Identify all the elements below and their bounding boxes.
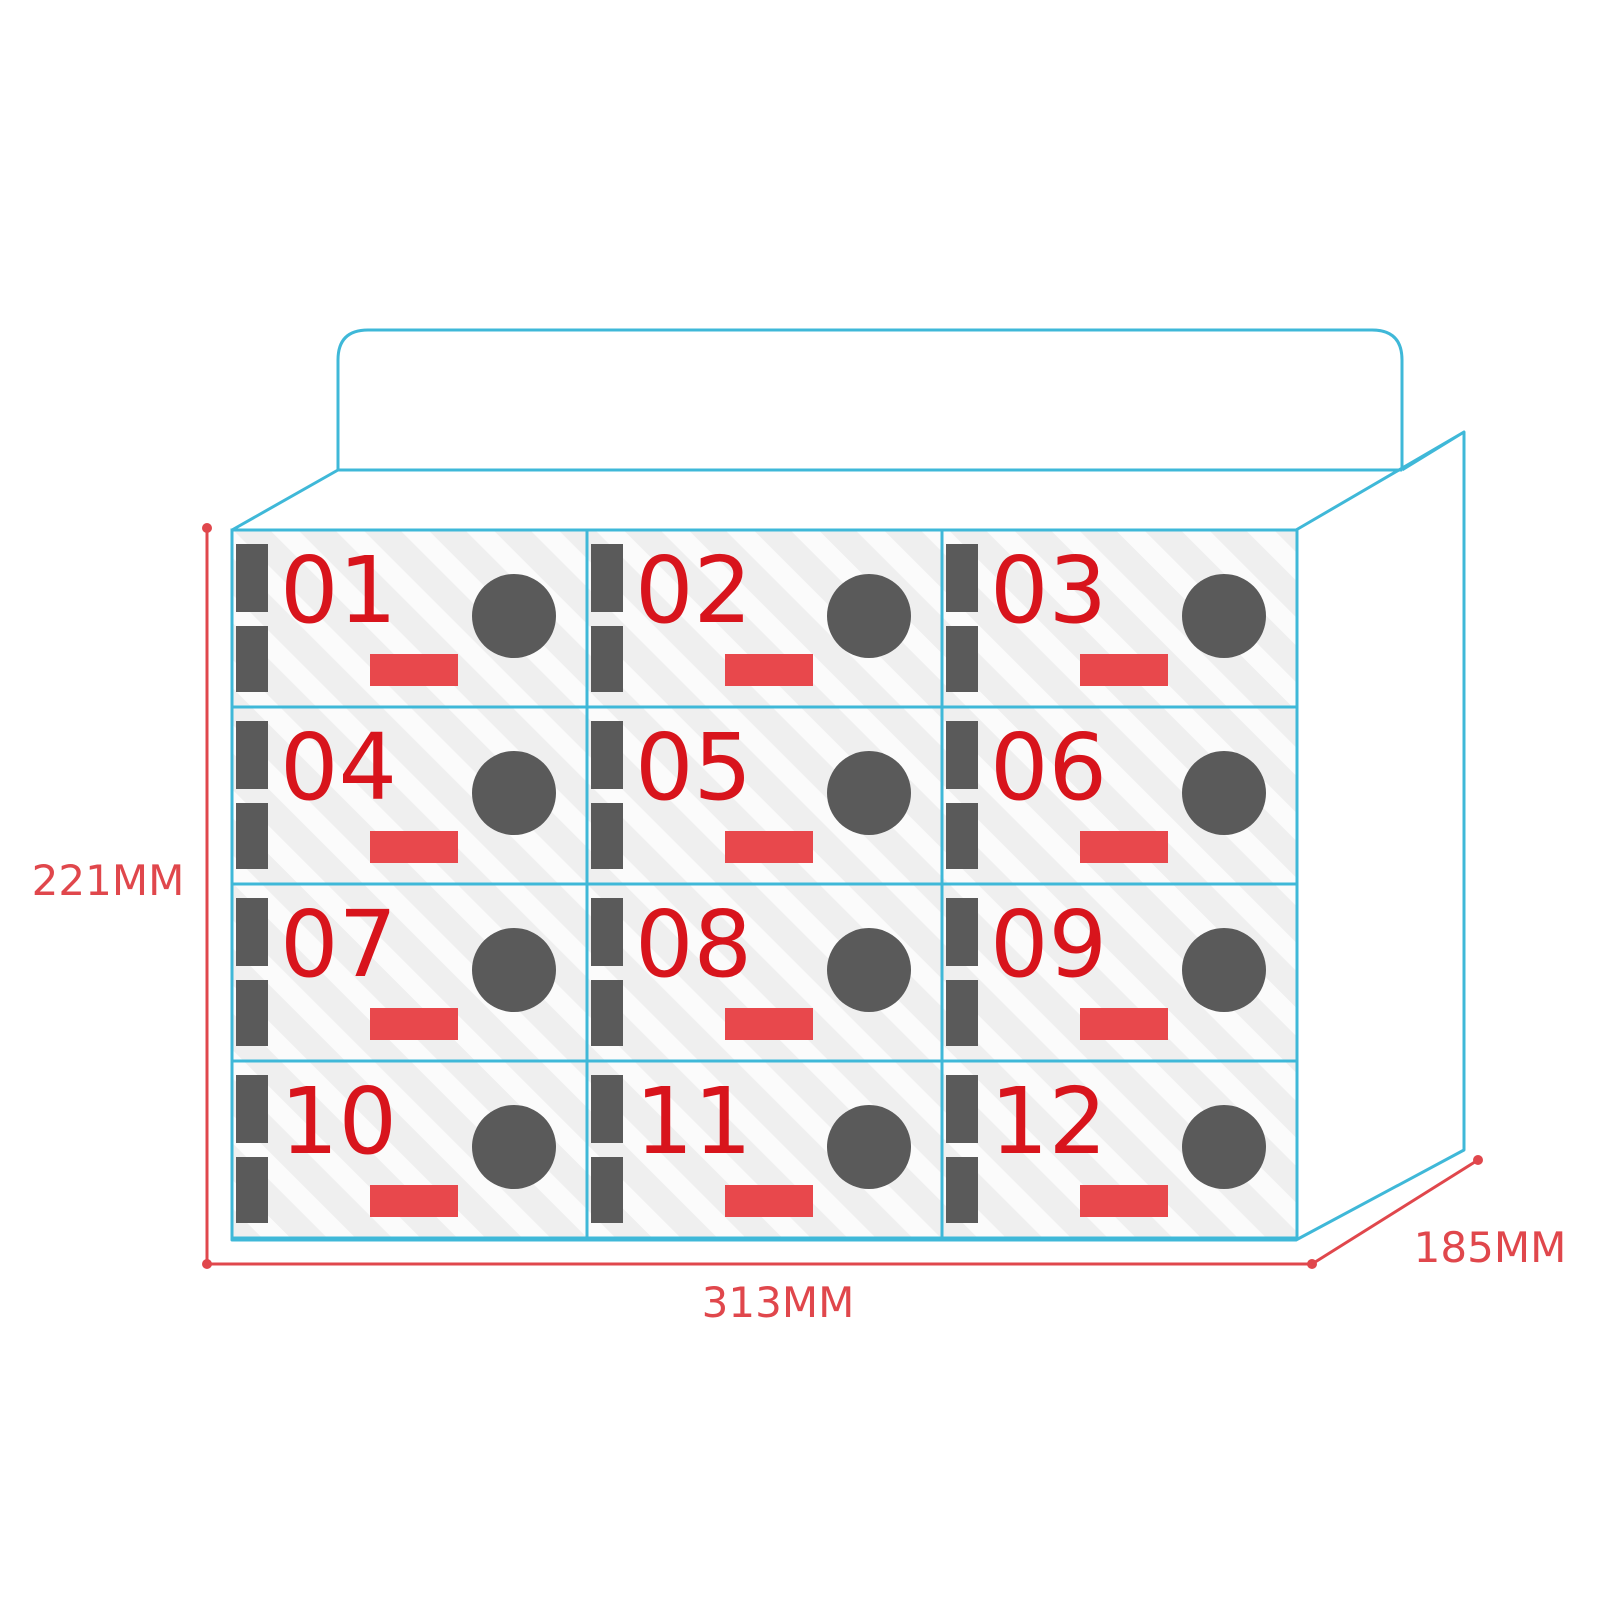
drawer-label-strip — [370, 831, 458, 863]
drawer-knob-icon[interactable] — [1182, 751, 1266, 835]
drawer-number: 10 — [280, 1068, 397, 1175]
drawer-handle-bar — [236, 803, 268, 869]
drawer-handle-bar — [946, 1075, 978, 1143]
drawer-handle-bar — [946, 1157, 978, 1223]
drawer-knob-icon[interactable] — [827, 1105, 911, 1189]
drawer-knob-icon[interactable] — [827, 751, 911, 835]
drawer-label-strip — [370, 1185, 458, 1217]
drawer-label-strip — [725, 654, 813, 686]
drawer-number: 08 — [635, 891, 752, 998]
drawer-knob-icon[interactable] — [472, 1105, 556, 1189]
drawer-handle-bar — [591, 1075, 623, 1143]
drawer-number: 11 — [635, 1068, 752, 1175]
side-face — [1295, 432, 1466, 1242]
height-dimension-label: 221MM — [32, 856, 185, 905]
depth-dimension-end-dot — [1473, 1155, 1483, 1165]
drawer-handle-bar — [946, 898, 978, 966]
height-dimension-top-dot — [202, 523, 212, 533]
drawer-label-strip — [1080, 1008, 1168, 1040]
drawer-05[interactable]: 05 — [585, 705, 944, 886]
drawer-11[interactable]: 11 — [585, 1059, 944, 1240]
drawer-03[interactable]: 03 — [940, 528, 1299, 709]
drawer-handle-bar — [591, 803, 623, 869]
drawer-label-strip — [725, 831, 813, 863]
drawer-knob-icon[interactable] — [827, 928, 911, 1012]
drawer-04[interactable]: 04 — [230, 705, 589, 886]
drawer-label-strip — [370, 654, 458, 686]
drawer-number: 04 — [280, 714, 397, 821]
drawer-10[interactable]: 10 — [230, 1059, 589, 1240]
drawer-label-strip — [725, 1185, 813, 1217]
drawer-06[interactable]: 06 — [940, 705, 1299, 886]
drawer-02[interactable]: 02 — [585, 528, 944, 709]
back-panel — [336, 328, 1404, 470]
drawer-handle-bar — [591, 1157, 623, 1223]
drawer-label-strip — [370, 1008, 458, 1040]
drawer-knob-icon[interactable] — [472, 751, 556, 835]
top-face-back-edge — [1295, 430, 1466, 532]
drawer-handle-bar — [236, 544, 268, 612]
drawer-number: 07 — [280, 891, 397, 998]
drawer-handle-bar — [236, 1075, 268, 1143]
drawer-label-strip — [725, 1008, 813, 1040]
drawer-handle-bar — [591, 544, 623, 612]
drawer-handle-bar — [236, 721, 268, 789]
drawer-handle-bar — [591, 721, 623, 789]
top-face — [231, 468, 1402, 532]
drawer-handle-bar — [236, 626, 268, 692]
drawer-07[interactable]: 07 — [230, 882, 589, 1063]
drawer-handle-bar — [591, 626, 623, 692]
drawer-knob-icon[interactable] — [827, 574, 911, 658]
drawer-handle-bar — [946, 980, 978, 1046]
drawer-handle-bar — [236, 898, 268, 966]
drawer-number: 09 — [990, 891, 1107, 998]
drawer-handle-bar — [946, 544, 978, 612]
drawer-knob-icon[interactable] — [1182, 574, 1266, 658]
drawer-09[interactable]: 09 — [940, 882, 1299, 1063]
drawer-01[interactable]: 01 — [230, 528, 589, 709]
drawer-grid: 01 02 03 04 05 06 07 08 09 10 11 12 — [230, 528, 1299, 1240]
drawer-handle-bar — [946, 721, 978, 789]
drawer-number: 05 — [635, 714, 752, 821]
drawer-knob-icon[interactable] — [1182, 1105, 1266, 1189]
drawer-knob-icon[interactable] — [472, 928, 556, 1012]
drawer-handle-bar — [946, 803, 978, 869]
drawer-12[interactable]: 12 — [940, 1059, 1299, 1240]
dimension-lines: 221MM 313MM 185MM — [32, 523, 1567, 1327]
drawer-number: 12 — [990, 1068, 1107, 1175]
drawer-handle-bar — [591, 898, 623, 966]
drawer-number: 01 — [280, 537, 397, 644]
drawer-label-strip — [1080, 654, 1168, 686]
drawer-knob-icon[interactable] — [472, 574, 556, 658]
drawer-handle-bar — [236, 1157, 268, 1223]
drawer-number: 06 — [990, 714, 1107, 821]
drawer-label-strip — [1080, 1185, 1168, 1217]
drawer-handle-bar — [236, 980, 268, 1046]
depth-dimension-line — [1311, 1158, 1479, 1266]
drawer-number: 02 — [635, 537, 752, 644]
depth-dimension-label: 185MM — [1414, 1223, 1567, 1272]
drawer-number: 03 — [990, 537, 1107, 644]
drawer-knob-icon[interactable] — [1182, 928, 1266, 1012]
drawer-08[interactable]: 08 — [585, 882, 944, 1063]
drawer-handle-bar — [946, 626, 978, 692]
drawer-handle-bar — [591, 980, 623, 1046]
drawer-label-strip — [1080, 831, 1168, 863]
width-dimension-label: 313MM — [702, 1278, 855, 1327]
